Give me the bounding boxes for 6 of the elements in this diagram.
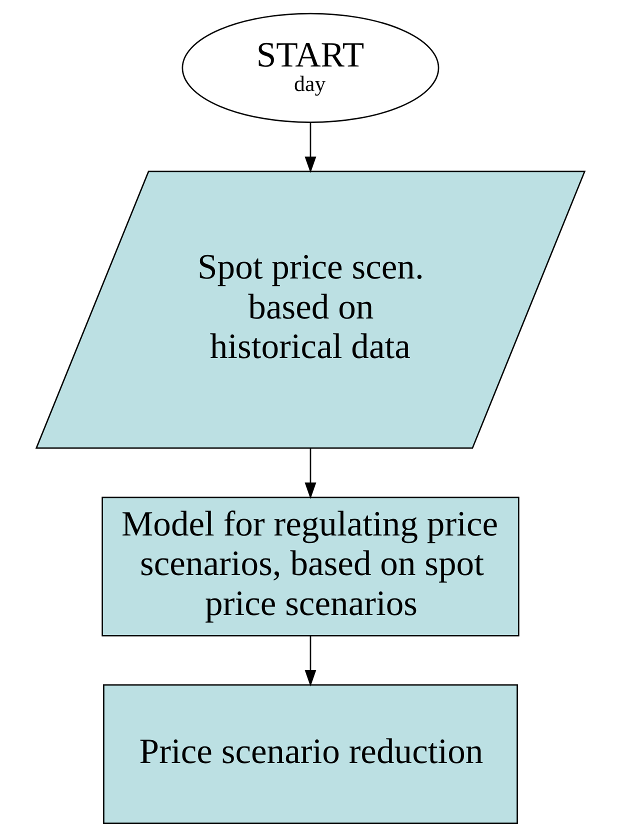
node-box: Model for regulating price scenarios, based on spot price scenarios <box>102 496 520 636</box>
arrow <box>304 122 316 174</box>
node-box: Price scenario reduction <box>103 684 518 824</box>
arrow <box>304 448 316 499</box>
node-ellipse: START day <box>182 12 440 123</box>
arrow <box>304 636 316 686</box>
